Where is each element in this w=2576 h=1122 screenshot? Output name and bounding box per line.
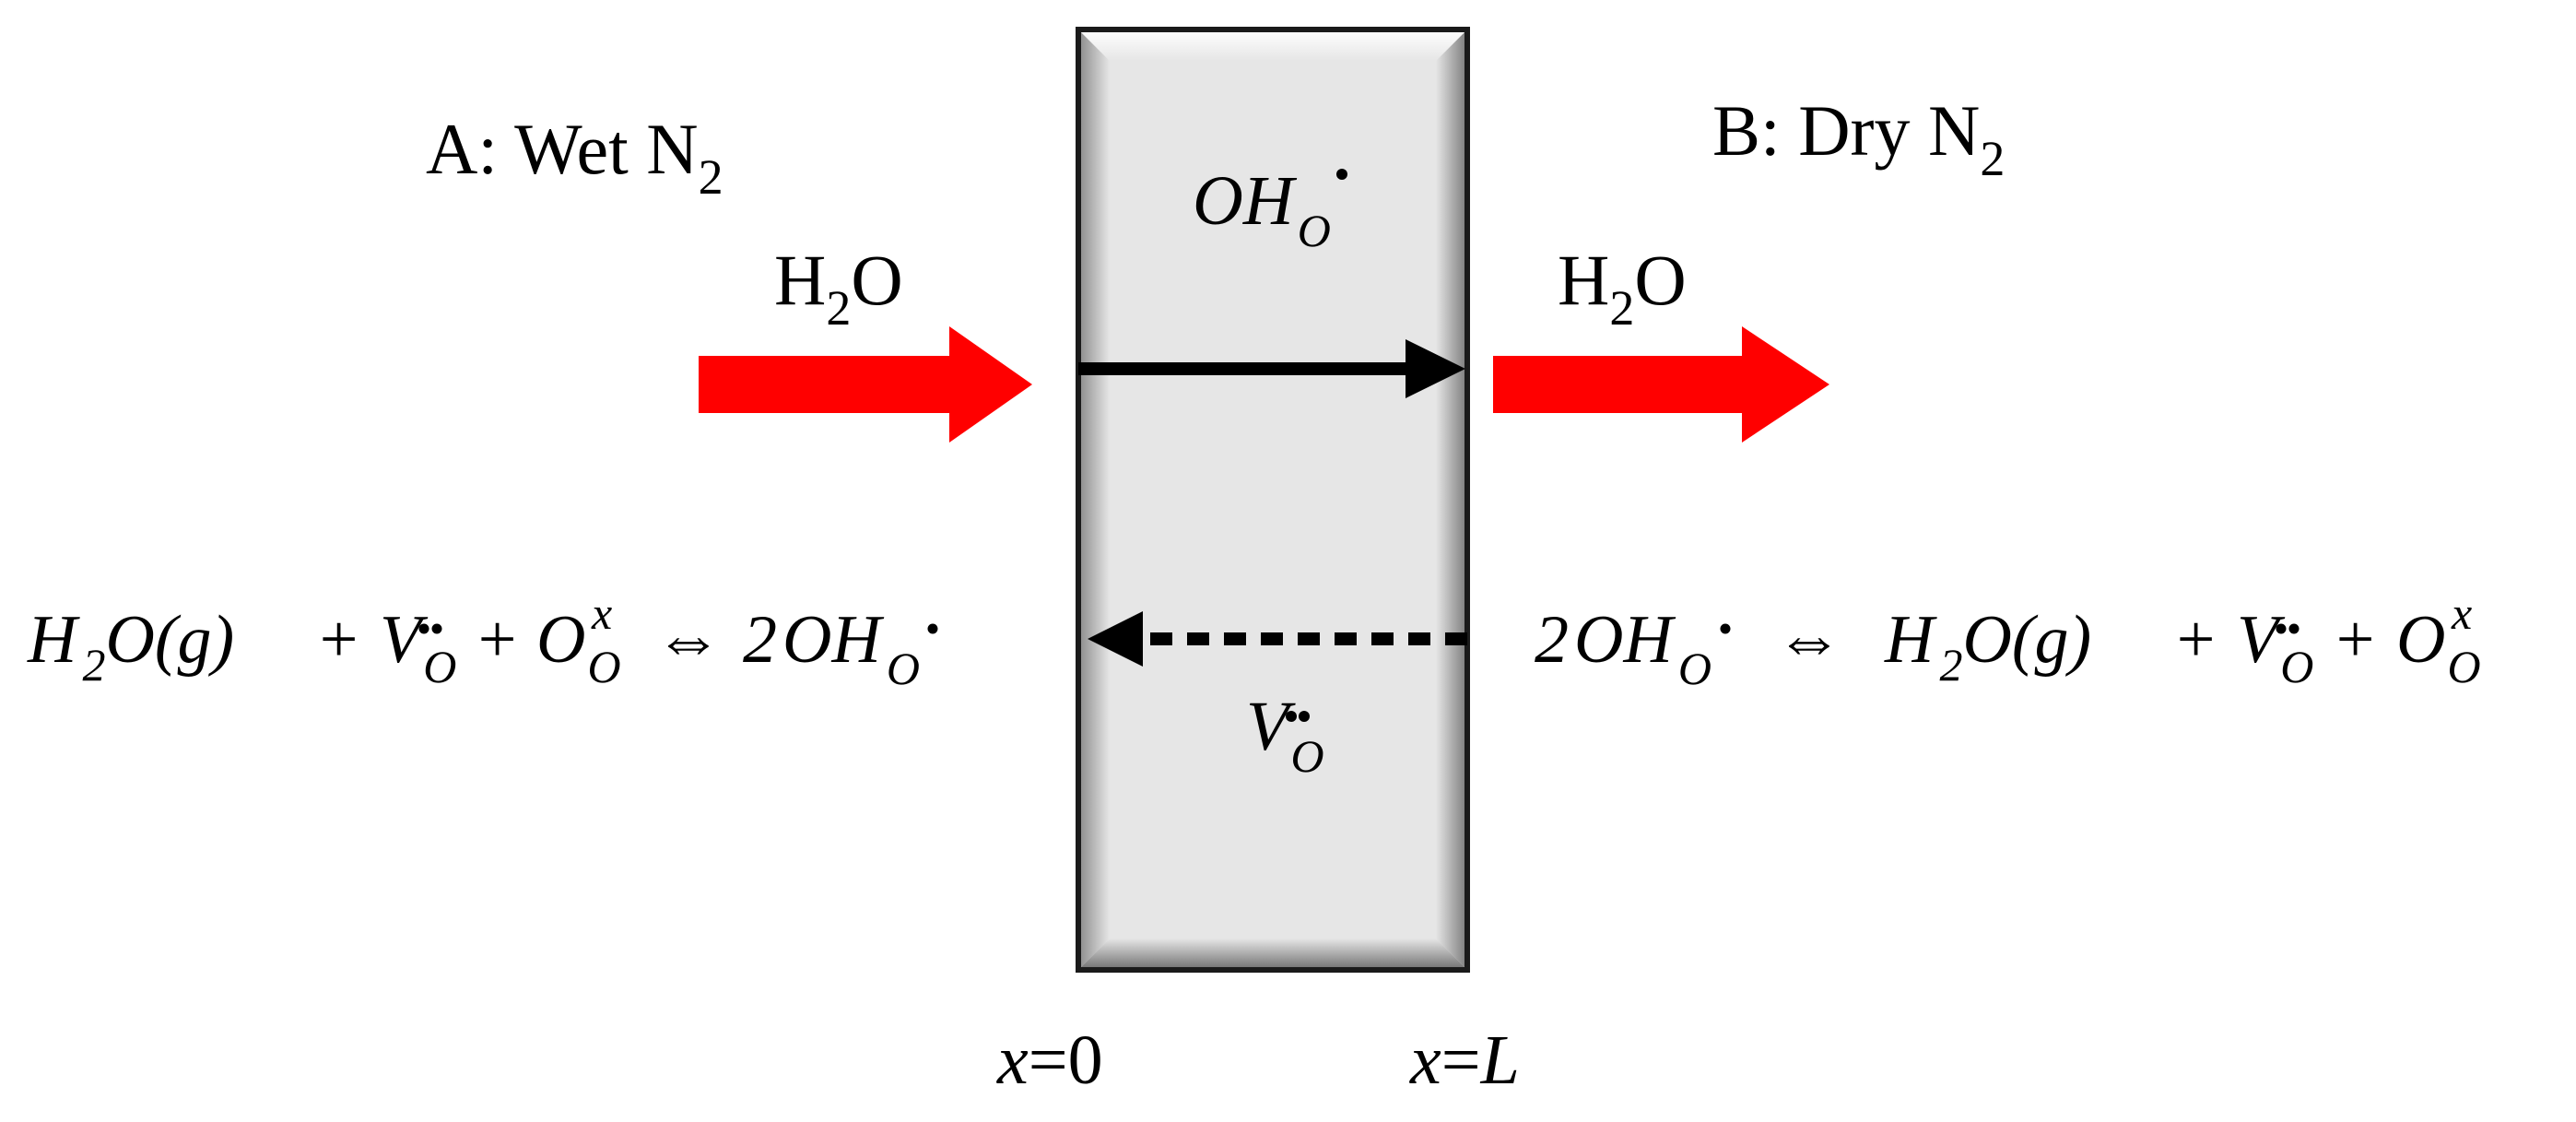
reaction-right-plus-2: +: [2332, 602, 2378, 678]
reaction-right-plus-1: +: [2172, 602, 2218, 678]
reaction-left-plus-2: +: [474, 602, 520, 678]
water-inflow-arrow: [699, 326, 1032, 443]
reaction-left-vacancy: VO: [380, 602, 456, 692]
reaction-right-equilibrium: ⇔: [1775, 602, 1843, 678]
reaction-left-vacancy-dot-1: [418, 623, 429, 634]
reaction-right-vacancy-dot-1: [2276, 623, 2287, 634]
reaction-left-equilibrium: ⇔: [654, 602, 723, 678]
hydroxide-flux-arrow: [1078, 339, 1465, 398]
water-outflow-arrow: [1493, 326, 1829, 443]
hydroxide-species-label: OHO: [1193, 162, 1331, 256]
water-label-left: H2O: [774, 240, 903, 336]
double-charge-dot-2: [1299, 711, 1310, 722]
reaction-left-plus-1: +: [315, 602, 361, 678]
vacancy-species-label: VO: [1246, 688, 1324, 782]
water-label-right: H2O: [1558, 240, 1687, 336]
position-label-xL: x=L: [1409, 1022, 1520, 1099]
membrane: [1076, 27, 1470, 973]
position-label-x0: x=0: [996, 1022, 1103, 1099]
vacancy-flux-arrow: [1088, 611, 1467, 667]
reaction-left-lattice-oxygen: OO: [536, 602, 621, 692]
positive-charge-dot: [1336, 169, 1347, 180]
reaction-right-vacancy-dot-2: [2288, 623, 2300, 634]
reaction-right-neutral-mark: x: [2451, 587, 2472, 639]
side-b-label: B: Dry N2: [1712, 90, 2005, 186]
reaction-left-vacancy-dot-2: [431, 623, 442, 634]
reaction-left-neutral-mark: x: [591, 587, 612, 639]
double-charge-dot-1: [1286, 711, 1297, 722]
reaction-right-lattice-oxygen: OO: [2396, 602, 2481, 692]
side-a-label: A: Wet N2: [426, 109, 723, 205]
reaction-right-vacancy: VO: [2237, 602, 2313, 692]
reaction-right-reactant-charge-dot: [1720, 623, 1731, 634]
reaction-left-product-charge-dot: [927, 623, 938, 634]
